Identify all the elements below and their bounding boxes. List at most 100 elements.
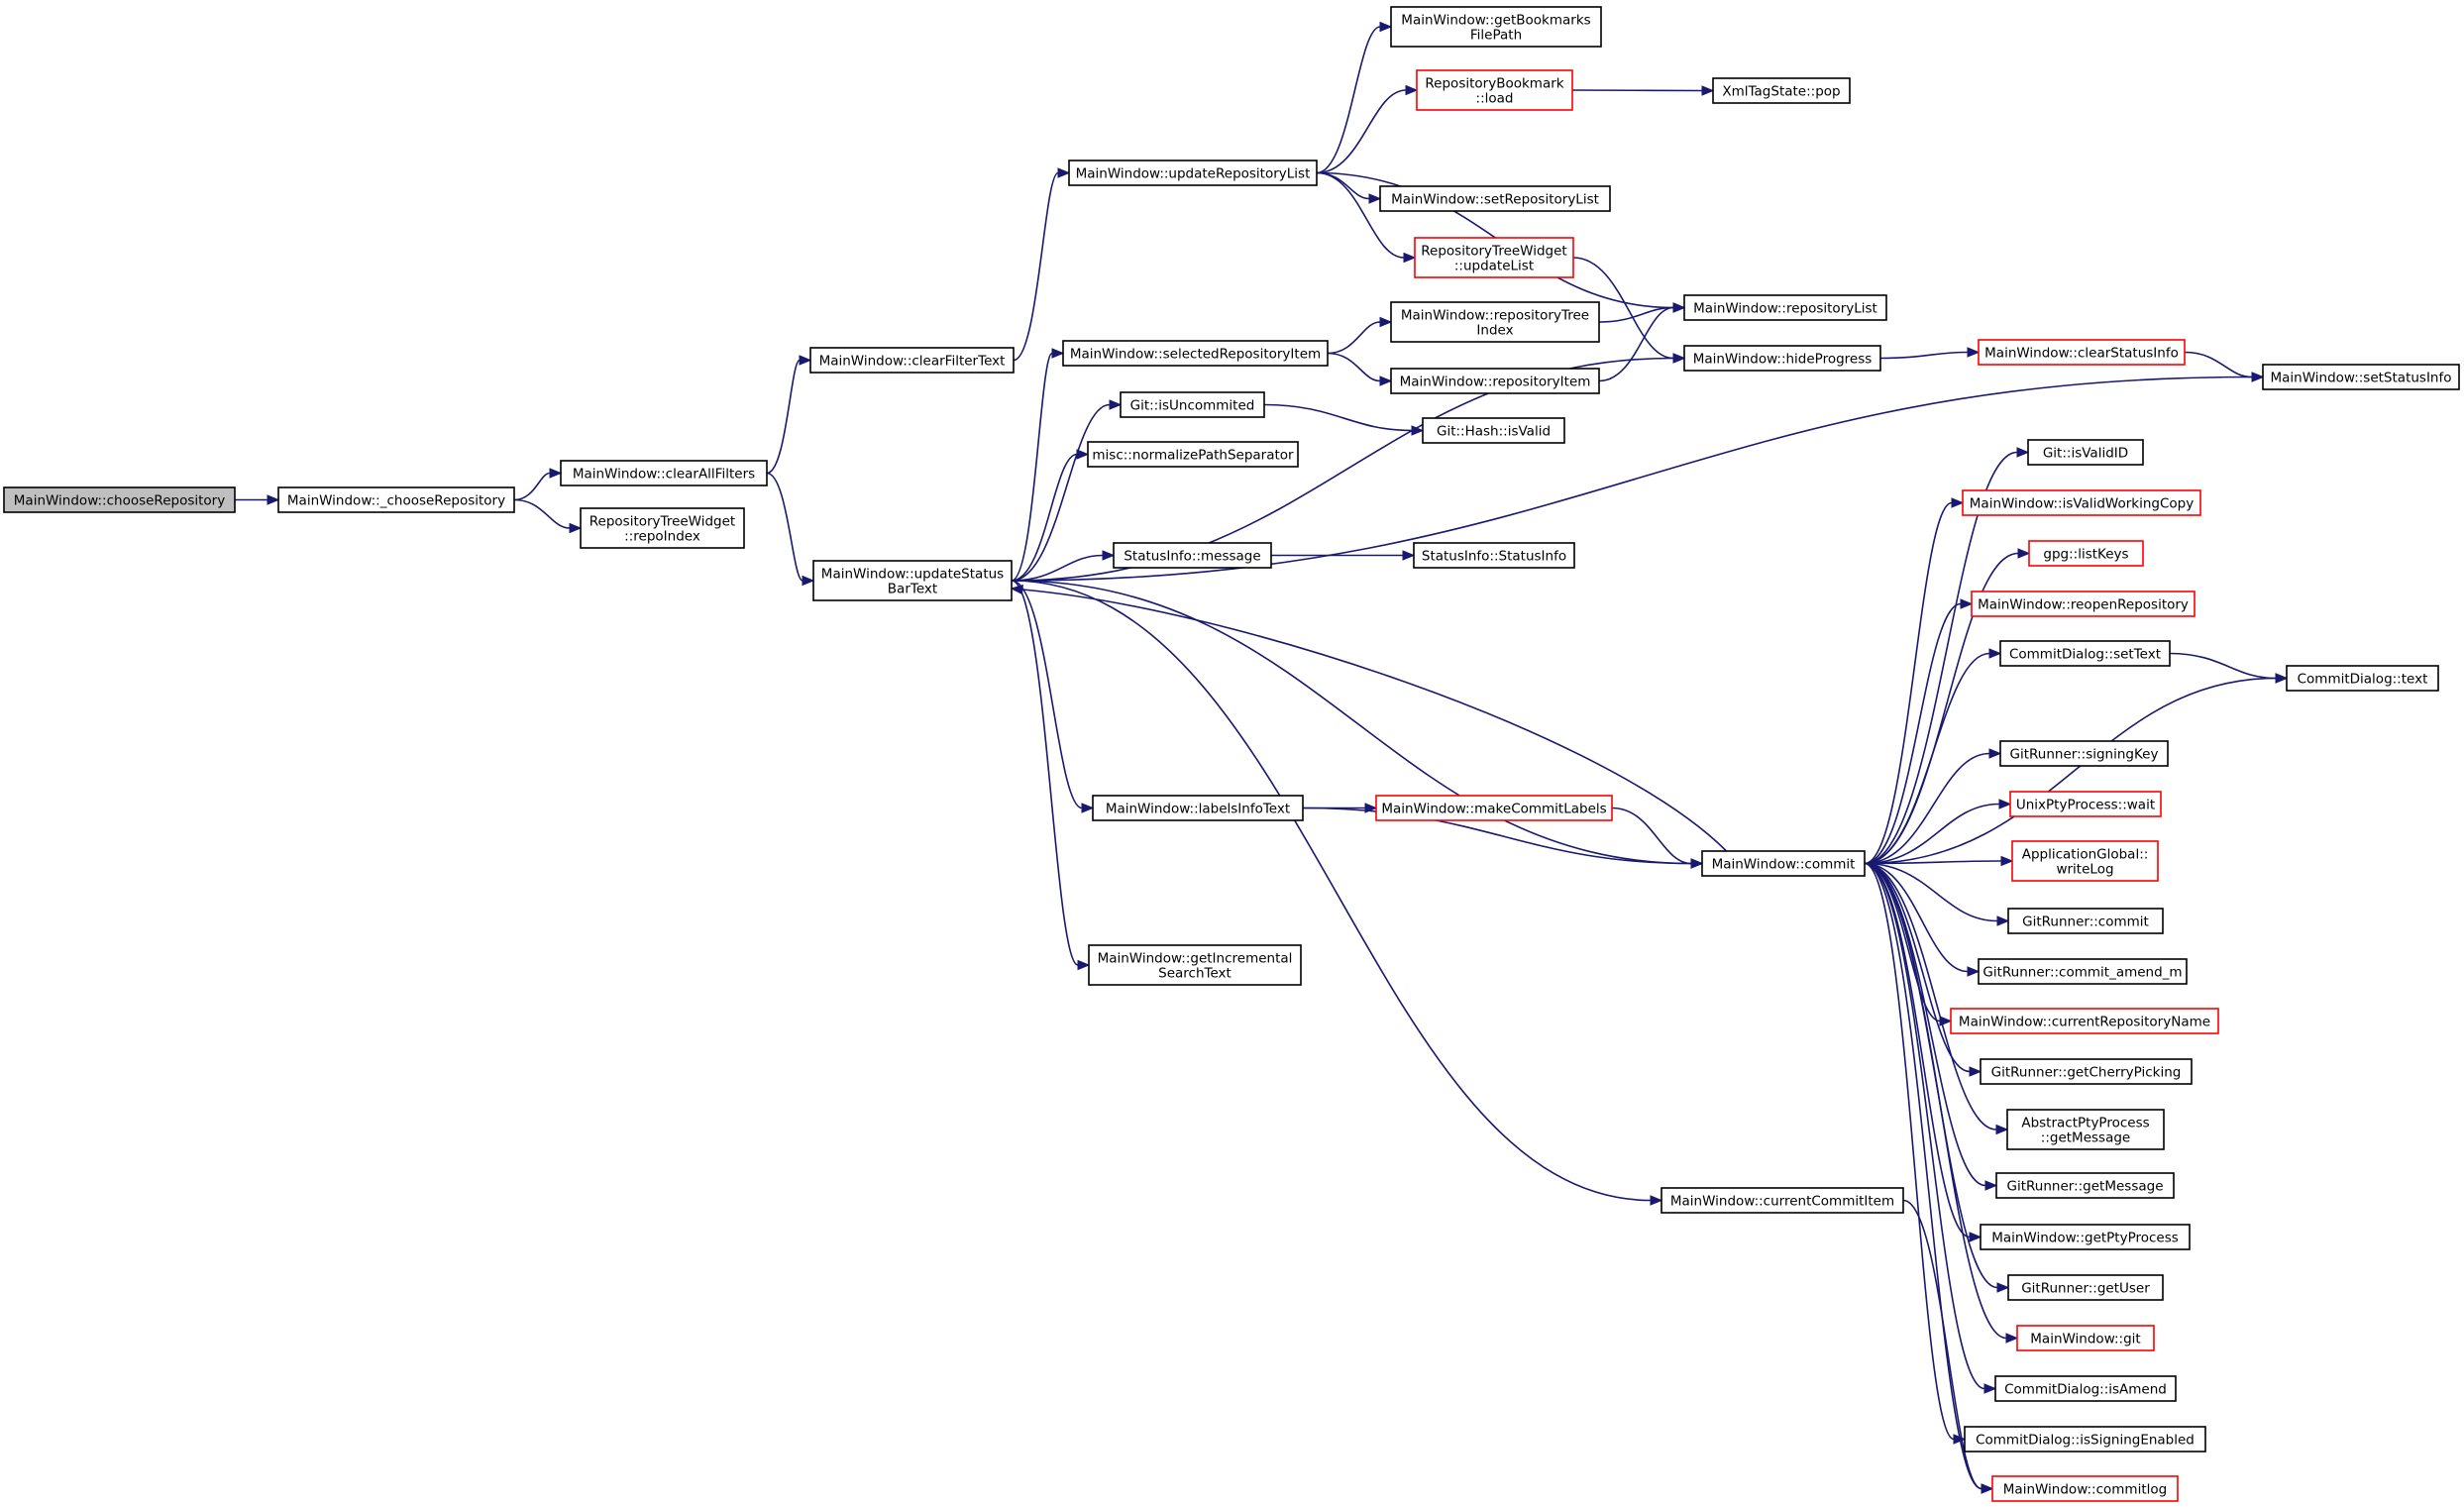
node-label: FilePath [1470, 28, 1522, 44]
node-clear-all-filters[interactable]: MainWindow::clearAllFilters [560, 460, 768, 486]
node-box [1088, 944, 1302, 986]
node-set-status-info[interactable]: MainWindow::setStatusInfo [2262, 364, 2460, 390]
edge-commit-to-current-repository-name [1864, 862, 1953, 1026]
node-get-cherry-picking[interactable]: GitRunner::getCherryPicking [1980, 1058, 2193, 1085]
node-gpg-list-keys[interactable]: gpg::listKeys [2028, 540, 2144, 567]
node-reopen-repository[interactable]: MainWindow::reopenRepository [1971, 591, 2196, 617]
arrowhead [1672, 353, 1686, 364]
node-hide-progress[interactable]: MainWindow::hideProgress [1683, 345, 1881, 372]
node-box [1712, 77, 1851, 104]
edge-commit-to-git-runner-commit [1864, 862, 2010, 926]
node-label: MainWindow::currentRepositoryName [1959, 1015, 2210, 1030]
node-box [2007, 908, 2164, 934]
node-status-info-ctor[interactable]: StatusInfo::StatusInfo [1413, 542, 1575, 569]
edge-line [1572, 257, 1674, 360]
node-selected-repository-item[interactable]: MainWindow::selectedRepositoryItem [1062, 340, 1329, 367]
node-box [1390, 301, 1600, 343]
node-clear-filter-text[interactable]: MainWindow::clearFilterText [809, 347, 1015, 374]
edge-line [1011, 352, 1053, 582]
node-is-valid-working-copy[interactable]: MainWindow::isValidWorkingCopy [1962, 489, 2201, 516]
node-repository-list[interactable]: MainWindow::repositoryList [1683, 294, 1887, 321]
node-labels-info-text[interactable]: MainWindow::labelsInfoText [1092, 795, 1304, 821]
arrowhead [2000, 855, 2014, 867]
node-box [1113, 542, 1272, 569]
node-current-commit-item[interactable]: MainWindow::currentCommitItem [1661, 1187, 1904, 1214]
node-label: MainWindow::getIncremental [1098, 951, 1293, 967]
edge-update-repository-list-to-get-bookmarks-file-path [1316, 21, 1393, 174]
node-label: StatusInfo::message [1124, 549, 1260, 565]
edge-line [1864, 677, 2277, 865]
node-commit[interactable]: MainWindow::commit [1701, 850, 1866, 877]
edge-commit-to-get-cherry-picking [1864, 862, 1982, 1077]
node-status-info-message[interactable]: StatusInfo::message [1113, 542, 1272, 569]
node-label: MainWindow::selectedRepositoryItem [1070, 347, 1321, 363]
node-hash-is-valid[interactable]: Git::Hash::isValid [1422, 417, 1565, 444]
arrowhead [1081, 803, 1095, 813]
arrowhead [1983, 1383, 1997, 1394]
arrowhead [1076, 449, 1090, 460]
node-label: MainWindow::hideProgress [1693, 352, 1873, 368]
node-choose-repository[interactable]: MainWindow::chooseRepository [3, 486, 236, 513]
node-label: CommitDialog::isAmend [2004, 1382, 2167, 1398]
node-choose-repository[interactable]: MainWindow::_chooseRepository [277, 486, 515, 513]
node-box [1414, 237, 1574, 278]
edge-choose-repository-to-repo-index [513, 498, 583, 534]
node-bookmark-load[interactable]: RepositoryBookmark::load [1416, 69, 1573, 111]
node-repo-index[interactable]: RepositoryTreeWidget::repoIndex [580, 507, 745, 549]
node-box [1964, 1426, 2206, 1453]
node-label: SearchText [1158, 966, 1232, 982]
node-clear-status-info[interactable]: MainWindow::clearStatusInfo [1978, 339, 2186, 366]
node-update-repository-list[interactable]: MainWindow::updateRepositoryList [1068, 160, 1318, 186]
node-normalize-path-separator[interactable]: misc::normalizePathSeparator [1087, 441, 1299, 468]
node-is-signing-enabled[interactable]: CommitDialog::isSigningEnabled [1964, 1426, 2206, 1453]
arrowhead [1690, 858, 1704, 869]
edge-line [1013, 171, 1059, 362]
node-repository-item[interactable]: MainWindow::repositoryItem [1390, 368, 1600, 394]
node-is-valid-id[interactable]: Git::isValidID [2027, 439, 2144, 466]
edge-line [1864, 501, 1953, 865]
node-commitlog[interactable]: MainWindow::commitlog [1991, 1475, 2179, 1502]
node-is-uncommited[interactable]: Git::isUncommited [1120, 391, 1265, 418]
edge-commit-to-is-valid-id [1864, 447, 2030, 865]
edge-clear-all-filters-to-update-status-bar-text [766, 472, 815, 587]
node-box [1062, 340, 1329, 367]
node-make-commit-labels[interactable]: MainWindow::makeCommitLabels [1375, 795, 1613, 821]
edge-line [1011, 580, 1652, 1202]
node-label: MainWindow::setStatusInfo [2270, 371, 2451, 386]
node-write-log[interactable]: ApplicationGlobal::writeLog [2011, 840, 2159, 882]
node-commit-amend[interactable]: GitRunner::commit_amend_m [1978, 958, 2188, 985]
edge-clear-filter-text-to-update-repository-list [1013, 167, 1071, 362]
node-get-user[interactable]: GitRunner::getUser [2007, 1274, 2164, 1301]
node-label: MainWindow::updateRepositoryList [1076, 166, 1311, 182]
node-pty-get-message[interactable]: AbstractPtyProcess::getMessage [2006, 1109, 2165, 1150]
node-main-window-git[interactable]: MainWindow::git [2016, 1325, 2155, 1351]
node-get-pty-process[interactable]: MainWindow::getPtyProcess [1980, 1224, 2191, 1250]
edge-line [2184, 351, 2253, 378]
node-commit-dialog-set-text[interactable]: CommitDialog::setText [1999, 640, 2171, 667]
node-signing-key[interactable]: GitRunner::signingKey [1999, 740, 2169, 767]
node-set-repository-list[interactable]: MainWindow::setRepositoryList [1379, 185, 1611, 212]
node-git-runner-get-message[interactable]: GitRunner::getMessage [1995, 1172, 2175, 1199]
edge-line [1021, 589, 1728, 852]
node-tree-update-list[interactable]: RepositoryTreeWidget::updateList [1414, 237, 1574, 278]
edge-line [1327, 321, 1381, 355]
edge-line [1316, 89, 1407, 174]
node-box [2006, 1109, 2165, 1150]
node-is-amend[interactable]: CommitDialog::isAmend [1994, 1375, 2177, 1402]
arrowhead [1411, 425, 1425, 436]
edge-line [1316, 26, 1381, 174]
edge-clear-all-filters-to-clear-filter-text [766, 355, 812, 475]
node-commit-dialog-text[interactable]: CommitDialog::text [2286, 665, 2439, 692]
node-box [1422, 417, 1565, 444]
node-xml-pop[interactable]: XmlTagState::pop [1712, 77, 1851, 104]
edge-line [1571, 89, 1703, 92]
node-current-repository-name[interactable]: MainWindow::currentRepositoryName [1950, 1008, 2219, 1034]
arrowhead [1996, 915, 2010, 926]
node-git-runner-commit[interactable]: GitRunner::commit [2007, 908, 2164, 934]
node-pty-wait[interactable]: UnixPtyProcess::wait [2009, 791, 2162, 817]
